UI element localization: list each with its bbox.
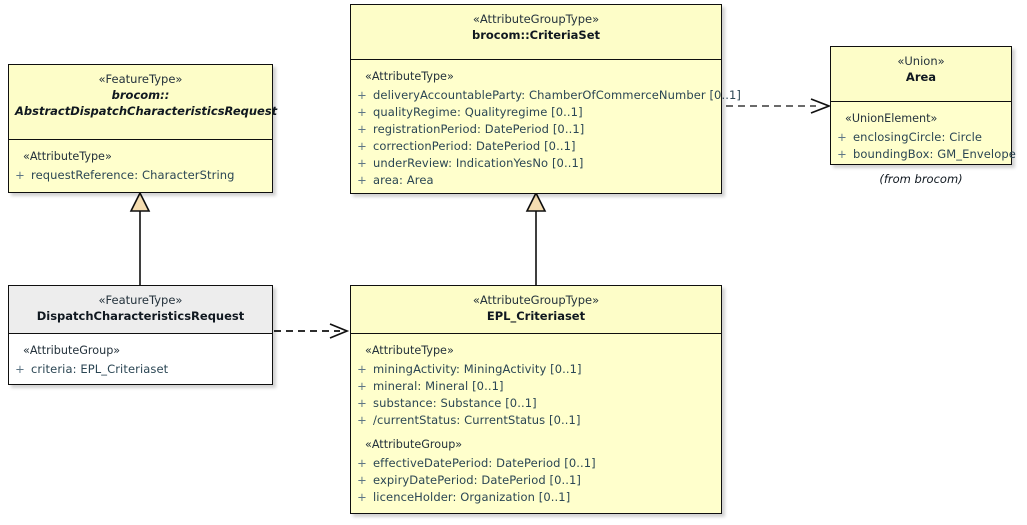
attribute-visibility: +: [357, 122, 367, 136]
attribute-visibility: +: [357, 105, 367, 119]
attribute-visibility: +: [15, 362, 25, 376]
attribute-row[interactable]: + enclosingCircle: Circle: [831, 129, 1011, 146]
attribute-text: deliveryAccountableParty: ChamberOfComme…: [373, 88, 741, 102]
class-name-line1: brocom::CriteriaSet: [471, 28, 600, 42]
class-header: «AttributeGroupType» EPL_Criteriaset: [351, 286, 721, 334]
area-package-note: (from brocom): [879, 172, 963, 186]
class-epl-criteriaset[interactable]: «AttributeGroupType» EPL_Criteriaset «At…: [350, 285, 722, 514]
attribute-group-label: «AttributeType»: [365, 70, 454, 83]
class-stereotype: «Union»: [897, 54, 945, 68]
attribute-row[interactable]: + correctionPeriod: DatePeriod [0..1]: [351, 138, 721, 155]
class-dispatch-characteristics-request[interactable]: «FeatureType» DispatchCharacteristicsReq…: [8, 285, 273, 385]
class-name-line1: Area: [905, 70, 937, 84]
attribute-row[interactable]: + criteria: EPL_Criteriaset: [9, 361, 272, 378]
attribute-visibility: +: [357, 456, 367, 470]
attribute-row[interactable]: + area: Area: [351, 172, 721, 189]
class-stereotype: «FeatureType»: [98, 72, 183, 86]
class-attributes-compartment: «AttributeGroup» + criteria: EPL_Criteri…: [9, 334, 272, 385]
class-attributes-compartment: «AttributeType» + requestReference: Char…: [9, 140, 272, 191]
attribute-visibility: +: [837, 147, 847, 161]
attribute-visibility: +: [357, 362, 367, 376]
attribute-visibility: +: [15, 168, 25, 182]
class-abstract-dispatch-characteristics-request[interactable]: «FeatureType» brocom:: AbstractDispatchC…: [8, 64, 278, 193]
generalization-epl-to-criteriaset: [525, 191, 547, 285]
class-attributes-compartment: «AttributeType» + deliveryAccountablePar…: [351, 60, 741, 196]
class-stereotype: «AttributeGroupType»: [472, 12, 600, 26]
attribute-text: mineral: Mineral [0..1]: [373, 379, 504, 393]
attribute-visibility: +: [357, 413, 367, 427]
attribute-visibility: +: [357, 173, 367, 187]
attribute-group-label: «AttributeType»: [365, 344, 454, 357]
attribute-row[interactable]: + licenceHolder: Organization [0..1]: [351, 489, 721, 506]
attribute-visibility: +: [357, 490, 367, 504]
attribute-text: boundingBox: GM_Envelope: [853, 147, 1016, 161]
attribute-text: qualityRegime: Qualityregime [0..1]: [373, 105, 583, 119]
attribute-text: enclosingCircle: Circle: [853, 130, 983, 144]
attribute-text: /currentStatus: CurrentStatus [0..1]: [373, 413, 581, 427]
attribute-text: area: Area: [373, 173, 434, 187]
attribute-row[interactable]: + requestReference: CharacterString: [9, 167, 272, 184]
attribute-row[interactable]: + substance: Substance [0..1]: [351, 395, 721, 412]
attribute-text: correctionPeriod: DatePeriod [0..1]: [373, 139, 576, 153]
attribute-row[interactable]: + /currentStatus: CurrentStatus [0..1]: [351, 412, 721, 429]
dependency-criteriaset-to-area: [726, 98, 832, 114]
class-name-line2: AbstractDispatchCharacteristicsRequest: [15, 104, 278, 118]
attribute-visibility: +: [357, 88, 367, 102]
dependency-dispatch-to-epl: [274, 323, 350, 339]
attribute-visibility: +: [357, 156, 367, 170]
attribute-text: licenceHolder: Organization [0..1]: [373, 490, 571, 504]
attribute-text: registrationPeriod: DatePeriod [0..1]: [373, 122, 585, 136]
class-stereotype: «AttributeGroupType»: [472, 293, 600, 307]
attribute-text: miningActivity: MiningActivity [0..1]: [373, 362, 582, 376]
attribute-text: criteria: EPL_Criteriaset: [31, 362, 169, 376]
class-header: «AttributeGroupType» brocom::CriteriaSet: [351, 5, 721, 60]
attribute-text: underReview: IndicationYesNo [0..1]: [373, 156, 584, 170]
attribute-visibility: +: [357, 379, 367, 393]
attribute-visibility: +: [837, 130, 847, 144]
attribute-visibility: +: [357, 139, 367, 153]
attribute-row[interactable]: + miningActivity: MiningActivity [0..1]: [351, 361, 721, 378]
attribute-visibility: +: [357, 473, 367, 487]
class-area-union[interactable]: «Union» Area «UnionElement» + enclosingC…: [830, 46, 1016, 165]
attribute-text: substance: Substance [0..1]: [373, 396, 537, 410]
attribute-group-label: «AttributeGroup»: [365, 438, 463, 451]
attribute-row[interactable]: + boundingBox: GM_Envelope: [831, 146, 1016, 163]
class-brocom-criteria-set[interactable]: «AttributeGroupType» brocom::CriteriaSet…: [350, 4, 741, 196]
class-attributes-compartment: «UnionElement» + enclosingCircle: Circle…: [831, 102, 1016, 170]
attribute-text: expiryDatePeriod: DatePeriod [0..1]: [373, 473, 582, 487]
class-name-line1: DispatchCharacteristicsRequest: [36, 309, 245, 323]
attribute-group-label: «AttributeGroup»: [23, 344, 121, 357]
attribute-row[interactable]: + registrationPeriod: DatePeriod [0..1]: [351, 121, 721, 138]
attribute-row[interactable]: + effectiveDatePeriod: DatePeriod [0..1]: [351, 455, 721, 472]
attribute-group-label: «UnionElement»: [845, 112, 938, 125]
attribute-row[interactable]: + underReview: IndicationYesNo [0..1]: [351, 155, 721, 172]
attribute-visibility: +: [357, 396, 367, 410]
generalization-dispatch-to-abstract: [129, 191, 151, 285]
class-name-line1: EPL_Criteriaset: [486, 309, 586, 323]
attribute-group-label: «AttributeType»: [23, 150, 112, 163]
class-header: «FeatureType» brocom:: AbstractDispatchC…: [9, 65, 278, 140]
class-header: «Union» Area: [831, 47, 1011, 102]
class-attributes-compartment: «AttributeType» + miningActivity: Mining…: [351, 334, 721, 513]
attribute-row[interactable]: + qualityRegime: Qualityregime [0..1]: [351, 104, 721, 121]
attribute-row[interactable]: + mineral: Mineral [0..1]: [351, 378, 721, 395]
attribute-text: requestReference: CharacterString: [31, 168, 235, 182]
attribute-text: effectiveDatePeriod: DatePeriod [0..1]: [373, 456, 596, 470]
class-name-line1: brocom::: [111, 88, 170, 102]
attribute-row[interactable]: + deliveryAccountableParty: ChamberOfCom…: [351, 87, 741, 104]
class-stereotype: «FeatureType»: [98, 293, 183, 307]
class-header: «FeatureType» DispatchCharacteristicsReq…: [9, 286, 272, 334]
attribute-row[interactable]: + expiryDatePeriod: DatePeriod [0..1]: [351, 472, 721, 489]
